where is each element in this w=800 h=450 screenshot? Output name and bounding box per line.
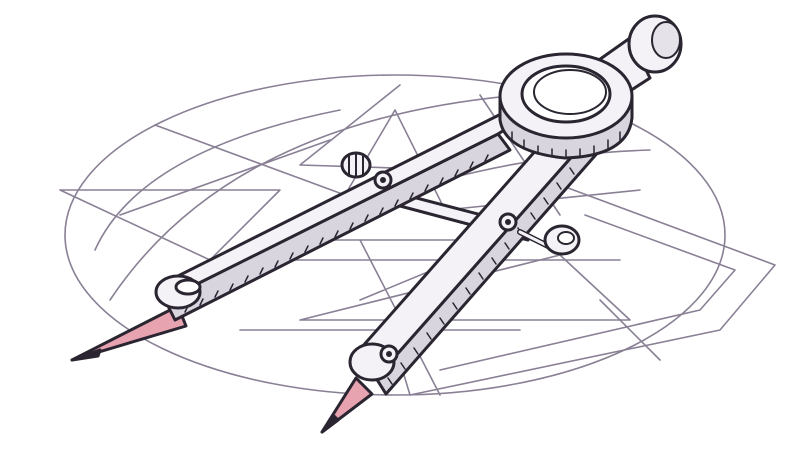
left-leg — [154, 110, 522, 322]
left-leg-hole — [174, 278, 202, 296]
sketch-rectangle-inner — [439, 214, 736, 371]
sketch-line-4 — [119, 139, 331, 216]
sketch-rectangle — [394, 184, 776, 396]
sketch-arc-3 — [94, 109, 341, 251]
drafting-compass-icon — [70, 14, 683, 434]
sketch-line-6 — [599, 299, 661, 361]
right-needle-tip — [320, 376, 374, 434]
hinge-head — [498, 14, 683, 160]
adjust-knob-front — [517, 224, 581, 256]
sketch-arc-1 — [109, 94, 521, 301]
sketch-ellipse-outer — [64, 74, 726, 396]
sketch-triangle-1 — [59, 189, 281, 261]
adjust-screw-back — [340, 151, 372, 179]
